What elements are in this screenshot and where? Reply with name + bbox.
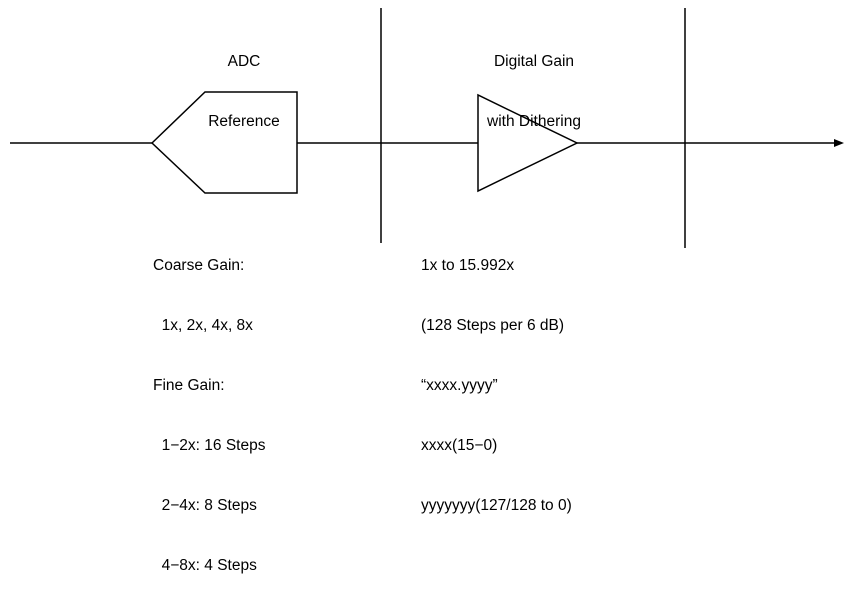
digital-gain-amplifier: [477, 93, 579, 193]
fine-gain-range-2: 2−4x: 8 Steps: [153, 497, 257, 514]
output-arrowhead: [834, 139, 844, 147]
digital-gain-title: Digital Gain with Dithering: [459, 12, 609, 172]
digital-gain-title-line-2: with Dithering: [487, 113, 581, 130]
diagram-canvas: [10, 8, 844, 248]
digital-gain-integer-bits: xxxx(15−0): [421, 437, 498, 454]
digital-gain-fraction-bits: yyyyyyy(127/128 to 0): [421, 497, 572, 514]
adc-reference-title-line-1: ADC: [227, 53, 261, 70]
digital-gain-range: 1x to 15.992x: [421, 257, 515, 274]
fine-gain-heading: Fine Gain:: [153, 377, 225, 394]
adc-reference-title-line-2: Reference: [208, 113, 280, 130]
digital-gain-steps: (128 Steps per 6 dB): [421, 317, 565, 334]
digital-gain-format: “xxxx.yyyy”: [421, 377, 498, 394]
digital-gain-title-line-1: Digital Gain: [493, 53, 575, 70]
coarse-fine-gain-notes: Coarse Gain: 1x, 2x, 4x, 8x Fine Gain: 1…: [153, 216, 265, 616]
adc-reference-block: [150, 91, 298, 194]
adc-reference-title: ADC Reference: [174, 12, 314, 172]
fine-gain-range-1: 1−2x: 16 Steps: [153, 437, 266, 454]
digital-gain-notes: 1x to 15.992x (128 Steps per 6 dB) “xxxx…: [421, 216, 572, 556]
coarse-gain-heading: Coarse Gain:: [153, 257, 245, 274]
coarse-gain-values: 1x, 2x, 4x, 8x: [153, 317, 253, 334]
fine-gain-range-3: 4−8x: 4 Steps: [153, 557, 257, 574]
gain-block-diagram: ADC Reference Digital Gain with Ditherin…: [10, 8, 844, 574]
